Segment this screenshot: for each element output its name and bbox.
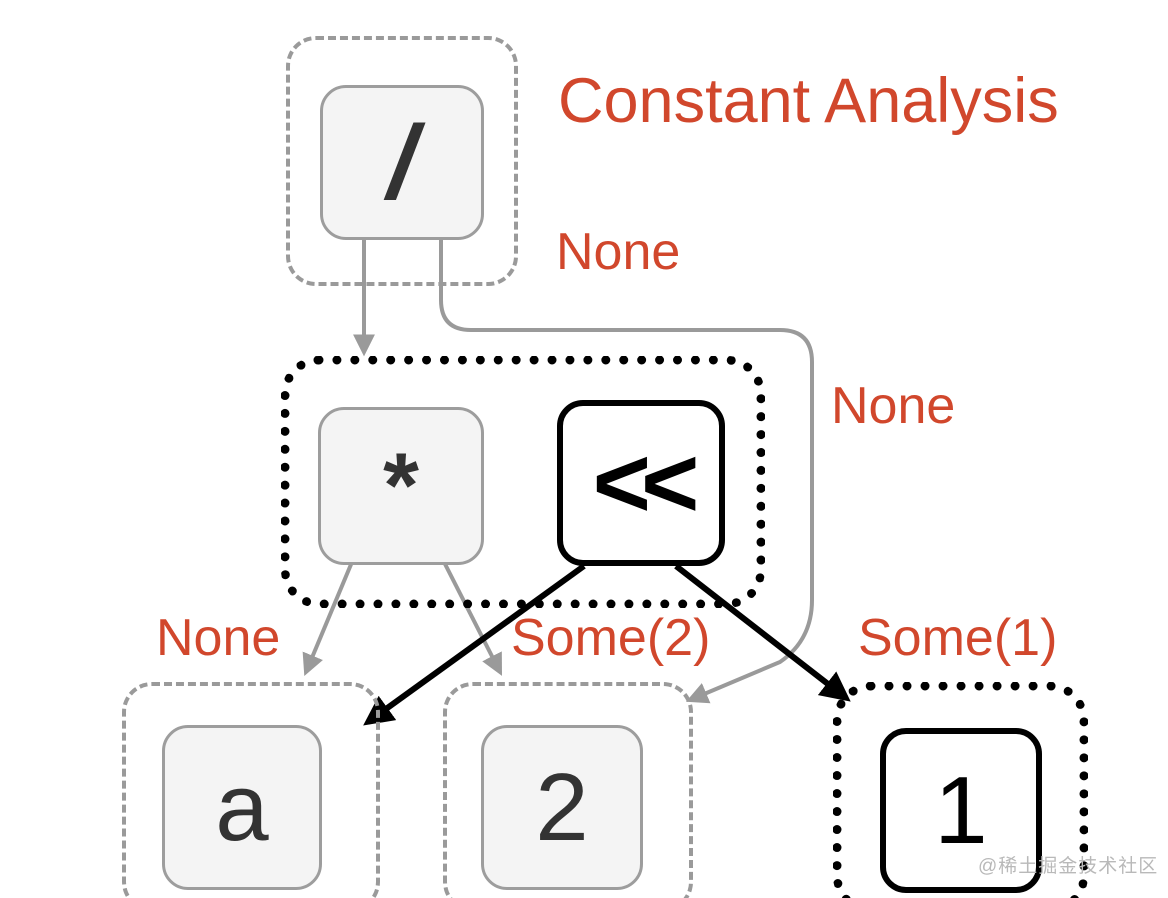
node-div-label: / [387,104,417,221]
label-bottom-none: None [156,609,281,667]
group-div [286,36,518,286]
group-two [443,682,693,898]
node-two-label: 2 [535,753,589,861]
label-some-one: Some(1) [858,609,1058,667]
node-a-label: a [215,753,269,861]
node-div[interactable]: / [320,85,484,240]
group-mul-shift [281,356,765,608]
diagram-title: Constant Analysis [558,66,1059,136]
group-a [122,682,380,898]
node-a[interactable]: a [162,725,322,890]
node-two[interactable]: 2 [481,725,643,890]
node-one[interactable]: 1 [880,728,1042,893]
group-one [833,682,1088,898]
node-shift[interactable]: << [557,400,725,566]
node-shift-label: << [592,427,700,539]
watermark: @稀土掘金技术社区 [978,856,1159,877]
node-mul[interactable]: * [318,407,484,565]
node-mul-label: * [383,435,419,537]
label-some-two: Some(2) [511,609,711,667]
label-right-none: None [831,377,956,435]
label-top-none: None [556,223,681,281]
node-one-label: 1 [934,756,988,864]
